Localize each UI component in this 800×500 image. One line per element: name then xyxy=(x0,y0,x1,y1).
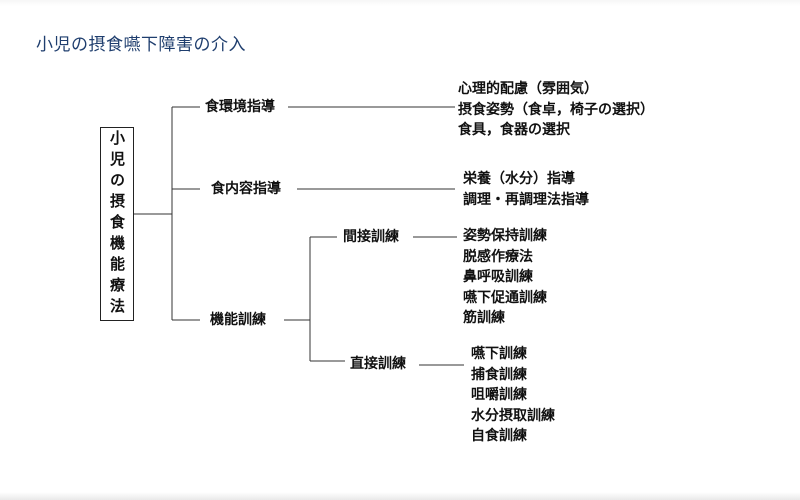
list-item: 脱感作療法 xyxy=(463,248,533,265)
page-title: 小児の摂食嚥下障害の介入 xyxy=(36,35,246,55)
list-item: 調理・再調理法指導 xyxy=(463,191,589,208)
list-item: 水分摂取訓練 xyxy=(471,407,555,424)
root-label: 小児の摂食機能療法 xyxy=(108,130,126,319)
list-item: 筋訓練 xyxy=(463,310,505,326)
list-item: 栄養（水分）指導 xyxy=(463,171,575,187)
list-item: 捕食訓練 xyxy=(471,366,527,383)
list-item: 食具，食器の選択 xyxy=(458,122,570,138)
list-item: 嚥下促通訓練 xyxy=(463,289,547,306)
list-item: 咀嚼訓練 xyxy=(471,387,527,403)
branch-direct-label: 直接訓練 xyxy=(350,356,406,372)
root-box xyxy=(100,127,134,321)
list-item: 自食訓練 xyxy=(471,428,527,444)
list-item: 摂食姿勢（食卓，椅子の選択） xyxy=(458,101,654,118)
branch-indirect-label: 間接訓練 xyxy=(343,229,399,245)
list-item: 鼻呼吸訓練 xyxy=(463,269,533,285)
indirect-items: 姿勢保持訓練 脱感作療法 鼻呼吸訓練 嚥下促通訓練 筋訓練 xyxy=(463,226,547,329)
branch-environment-label: 食環境指導 xyxy=(205,99,275,115)
list-item: 姿勢保持訓練 xyxy=(463,228,547,244)
list-item: 嚥下訓練 xyxy=(471,346,527,362)
direct-items: 嚥下訓練 捕食訓練 咀嚼訓練 水分摂取訓練 自食訓練 xyxy=(471,344,555,447)
list-item: 心理的配慮（雰囲気） xyxy=(458,81,598,97)
branch-content-label: 食内容指導 xyxy=(211,181,281,197)
branch-training-label: 機能訓練 xyxy=(210,312,266,328)
content-items: 栄養（水分）指導 調理・再調理法指導 xyxy=(463,169,589,210)
environment-items: 心理的配慮（雰囲気） 摂食姿勢（食卓，椅子の選択） 食具，食器の選択 xyxy=(458,79,654,141)
